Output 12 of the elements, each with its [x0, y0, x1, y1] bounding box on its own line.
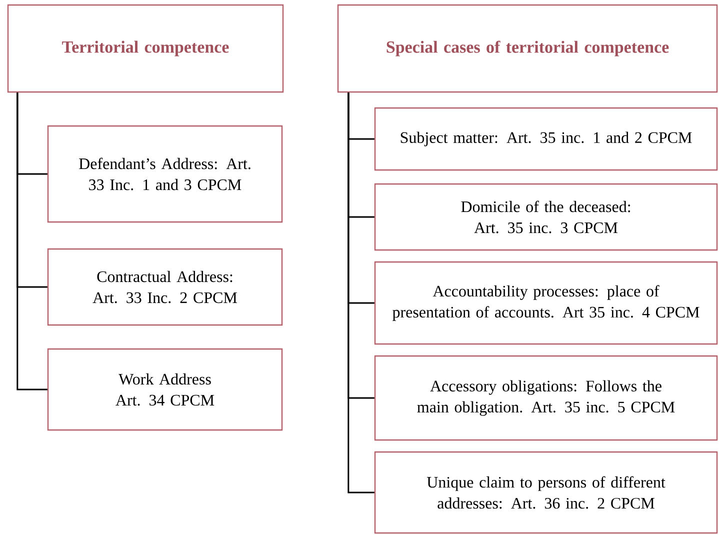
text-box: Accountability processes: place of presentation of accounts. Art 35 inc. 4 CPCM	[374, 261, 718, 345]
text-box: Subject matter: Art. 35 inc. 1 and 2 CPCM	[374, 107, 718, 171]
connector-line	[348, 92, 374, 494]
text-box: Work Address Art. 34 CPCM	[47, 348, 283, 431]
heading-box: Territorial competence	[7, 4, 284, 93]
text-box: Accessory obligations: Follows the main obligation. Art. 35 inc. 5 CPCM	[374, 355, 718, 441]
connector-line	[16, 92, 48, 390]
text-box: Unique claim to persons of different addresses: Art. 36 inc. 2 CPCM	[374, 451, 718, 534]
text-box: Defendant’s Address: Art. 33 Inc. 1 and 3 CPCM	[47, 125, 283, 223]
text-box: Contractual Address: Art. 33 Inc. 2 CPCM	[47, 248, 283, 326]
heading-box: Special cases of territorial competence	[337, 4, 718, 93]
text-box: Domicile of the deceased: Art. 35 inc. 3 CPCM	[374, 183, 718, 251]
